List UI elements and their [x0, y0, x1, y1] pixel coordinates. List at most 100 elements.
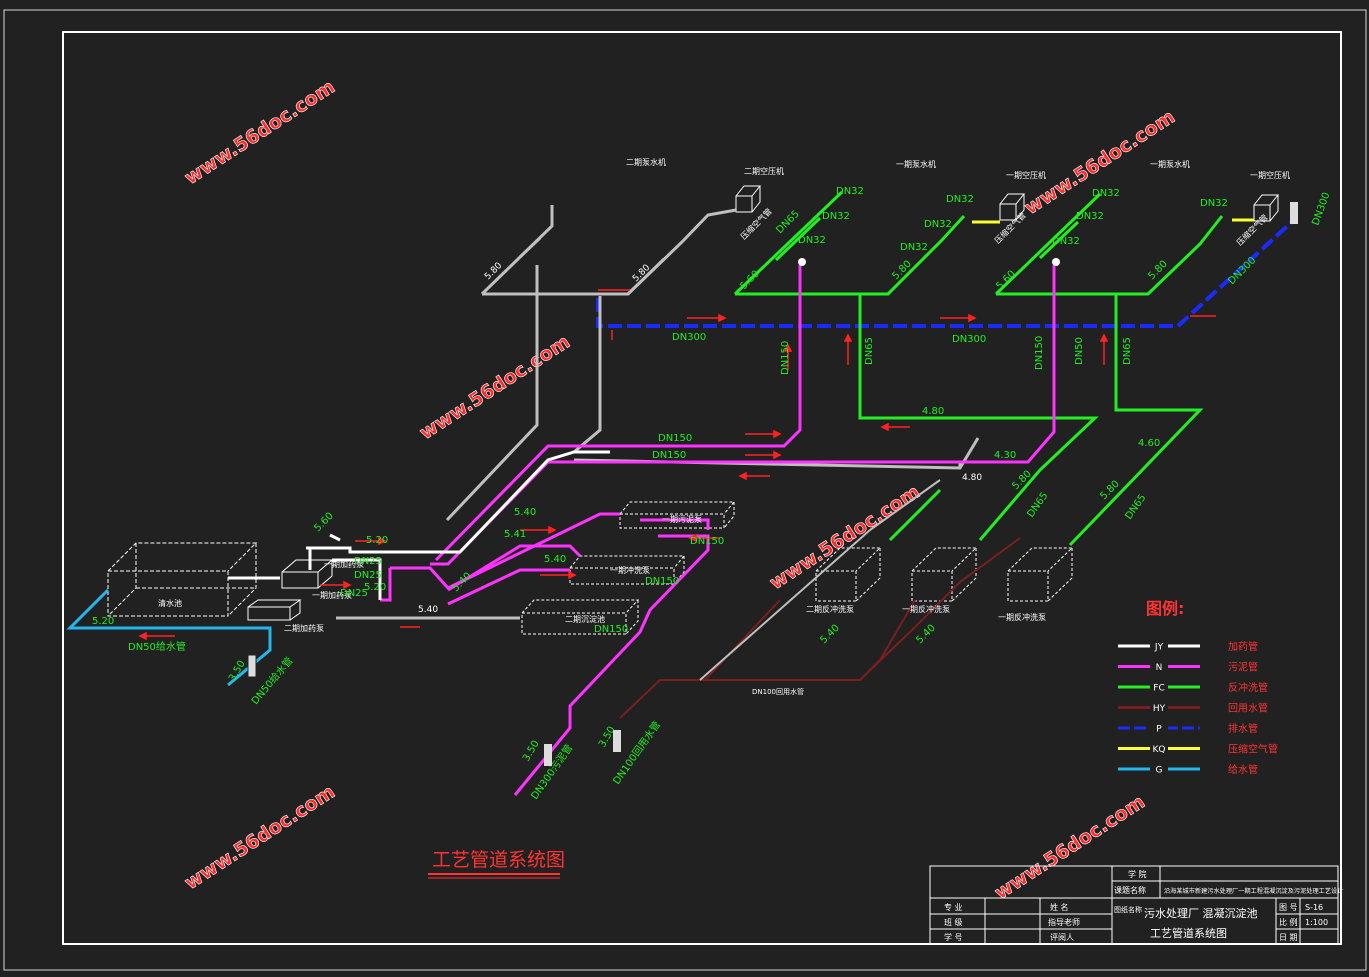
- elevation: 4.60: [1138, 438, 1160, 449]
- label-dn25: DN25: [354, 556, 382, 567]
- pipe-dosing: [228, 450, 610, 600]
- elevation: 5.80: [1146, 259, 1170, 283]
- label-dn65: DN65: [864, 337, 875, 365]
- label-dosing-pump2: 一期加药泵: [312, 590, 352, 600]
- elevation: 5.20: [364, 582, 386, 593]
- label-dn65: DN65: [774, 209, 802, 237]
- pipe-air: [972, 218, 1254, 224]
- label-dn32: DN32: [1200, 198, 1228, 209]
- legend-code-bg: [1150, 640, 1168, 652]
- legend-code-bg: [1150, 722, 1168, 734]
- label-phase1-pump-a: 一期泵水机: [896, 159, 936, 169]
- elevation-labels: 4.80 4.30 4.60 5.80 5.80 5.60 5.60 5.80 …: [92, 259, 1170, 764]
- pipe-phase2: [336, 205, 980, 620]
- pipe-backwash: [733, 190, 1224, 547]
- legend-name: 压缩空气管: [1228, 743, 1278, 756]
- label-dn32: DN32: [836, 186, 864, 197]
- label-dosing-pump3: 二期加药泵: [284, 623, 324, 633]
- equipment-labels: 二期泵水机 二期空压机 一期泵水机 一期空压机 一期泵水机 一期空压机 清水池 …: [158, 157, 1290, 696]
- label-backwash-pool-c: 一期反冲洗泵: [998, 612, 1046, 622]
- label-dn150: DN150: [1034, 336, 1045, 370]
- tb-date-label: 日 期: [1279, 933, 1298, 942]
- elevation: 5.40: [418, 605, 438, 615]
- label-dn150: DN150: [780, 341, 791, 375]
- inner-border: [62, 31, 1342, 945]
- title-block-text: 学 院 课题名称 沿海某城市新建污水处理厂一期工程混凝沉淀及污泥处理工艺设计 专…: [944, 869, 1343, 942]
- tb-project-name: 沿海某城市新建污水处理厂一期工程混凝沉淀及污泥处理工艺设计: [1164, 887, 1343, 895]
- pipe-drain: [596, 218, 1296, 328]
- label-dn50-water: DN50给水管: [128, 640, 186, 653]
- drawing-title: 工艺管道系统图: [432, 849, 565, 871]
- flow-arrows: [138, 289, 1216, 641]
- elevation: 5.40: [450, 571, 474, 595]
- label-dn150: DN150: [690, 536, 724, 547]
- legend-code: KQ: [1153, 745, 1166, 755]
- elevation: 5.41: [504, 529, 526, 540]
- tb-name: 姓 名: [1050, 902, 1069, 912]
- label-phase2-pump: 二期泵水机: [626, 157, 666, 167]
- label-dn25: DN25: [340, 588, 368, 599]
- watermark: www.56doc.com: [416, 331, 574, 444]
- outer-border: [3, 9, 1367, 971]
- tb-drawing-no: S-16: [1305, 903, 1323, 912]
- legend-name: 给水管: [1228, 763, 1258, 776]
- label-dn32: DN32: [1052, 236, 1080, 247]
- elevation: 5.80: [483, 261, 504, 282]
- legend-heading: 图例:: [1146, 599, 1184, 618]
- clear-tank-box: [107, 542, 258, 617]
- label-compressed-air-b: 压缩空气管: [992, 210, 1027, 245]
- label-dn32: DN32: [822, 211, 850, 222]
- label-dn32: DN32: [946, 194, 974, 205]
- watermark: www.56doc.com: [766, 481, 924, 594]
- elevation: 5.40: [818, 623, 842, 647]
- elevation: 5.40: [544, 554, 566, 565]
- label-dn65: DN65: [1122, 337, 1133, 365]
- legend-code-bg: [1150, 701, 1168, 714]
- tb-drawing-name-line1: 污水处理厂 混凝沉淀池: [1144, 906, 1258, 920]
- label-dn25: DN25: [354, 570, 382, 581]
- label-dosing-pump1: 一期加药泵: [324, 559, 364, 569]
- pipe-phase2-diag: [699, 479, 941, 681]
- label-phase1-pump-b: 一期泵水机: [1150, 159, 1190, 169]
- label-phase2-compressor: 二期空压机: [744, 166, 784, 176]
- legend-code: N: [1156, 663, 1163, 673]
- tb-major: 专 业: [944, 902, 963, 912]
- label-dn150: DN150: [658, 433, 692, 444]
- label-phase1-compressor-a: 一期空压机: [1006, 170, 1046, 180]
- elevation: 5.80: [1098, 479, 1122, 503]
- legend-name: 加药管: [1228, 640, 1258, 653]
- label-dn150: DN150: [594, 624, 628, 635]
- label-dn32: DN32: [900, 242, 928, 253]
- elevation: 5.60: [312, 511, 336, 535]
- label-dn300: DN300: [1310, 191, 1332, 227]
- label-dn100-reuse: DN100回用水管: [752, 687, 804, 696]
- label-compressed-air-a: 压缩空气管: [738, 206, 773, 241]
- label-dn150: DN150: [645, 576, 679, 587]
- label-dn32: DN32: [924, 219, 952, 230]
- legend-code: JY: [1154, 643, 1164, 653]
- elevation: 5.60: [994, 269, 1018, 293]
- tb-drawing-name-label: 图纸名称: [1114, 905, 1142, 914]
- tb-drawing-no-label: 图 号: [1279, 903, 1298, 912]
- fixtures: [247, 202, 1298, 766]
- tb-drawing-name-line2: 工艺管道系统图: [1150, 926, 1227, 940]
- label-backwash-pool-b: 一期反冲洗泵: [902, 604, 950, 614]
- pipe-reuse: [619, 537, 1021, 719]
- legend-code-bg: [1150, 763, 1168, 775]
- elevation: 5.20: [92, 616, 114, 627]
- watermark: www.56doc.com: [181, 781, 339, 894]
- tb-project-name-label: 课题名称: [1114, 885, 1146, 895]
- label-dn300: DN300: [672, 332, 706, 343]
- legend-code: G: [1156, 766, 1163, 776]
- elevation: 4.80: [962, 473, 982, 483]
- label-compressed-air-c: 压缩空气管: [1234, 212, 1269, 247]
- elevation: 5.40: [914, 623, 938, 647]
- label-dn50: DN50: [1074, 337, 1085, 365]
- legend-code: FC: [1153, 684, 1164, 694]
- label-sludge-pump: 一期污泥泵: [662, 514, 702, 524]
- label-sludge-tank2: 二期沉淀池: [565, 614, 605, 624]
- label-dn100-reuse2: DN100回用水管: [610, 718, 663, 786]
- title-block: [929, 865, 1339, 945]
